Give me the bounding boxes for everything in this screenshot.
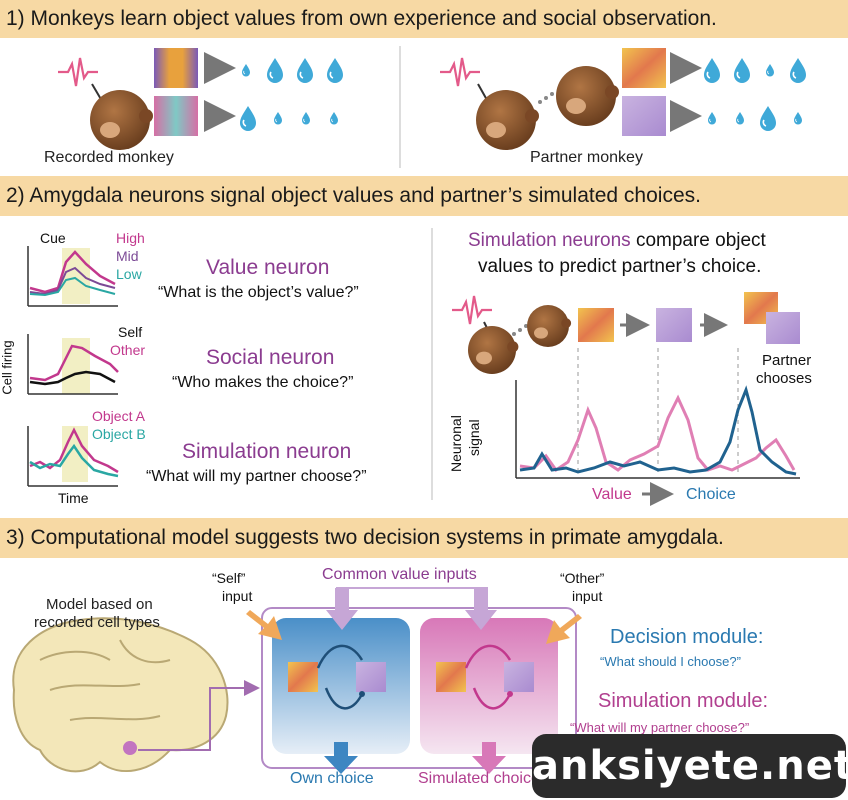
- legend-object-a: Object A: [92, 408, 145, 424]
- object-teal-icon: [154, 96, 198, 136]
- cue-label: Cue: [40, 230, 66, 246]
- object-purple-icon: [656, 308, 692, 342]
- heading-colored: Simulation neurons: [468, 230, 631, 251]
- simulation-module-title: Simulation module:: [598, 690, 769, 712]
- object-purple-icon: [766, 312, 800, 344]
- gaze-dots: [538, 92, 554, 104]
- spike-icon: [450, 294, 494, 326]
- panel-2-left: [27, 246, 119, 487]
- legend-low: Low: [116, 266, 142, 282]
- model-link-arrow: [138, 680, 260, 751]
- recorded-monkey-label: Recorded monkey: [44, 149, 174, 166]
- simulated-choice-label: Simulated choice: [418, 770, 540, 787]
- common-value-inputs-label: Common value inputs: [322, 566, 477, 583]
- reward-drops-2: [239, 105, 339, 132]
- neuronal-signal-label-1: Neuronal: [448, 415, 464, 472]
- partner-monkey-label: Partner monkey: [530, 149, 643, 166]
- simulation-neuron-question: “What will my partner choose?”: [146, 468, 367, 485]
- reward-drops-3: [703, 57, 807, 84]
- time-markers: [577, 348, 739, 476]
- partner-monkey-icon: [527, 305, 572, 347]
- legend-mid: Mid: [116, 248, 139, 264]
- simulation-circuit: [436, 644, 534, 710]
- decision-circuit: [288, 644, 386, 710]
- section-2-title: 2) Amygdala neurons signal object values…: [0, 176, 848, 216]
- section-3-title: 3) Computational model suggests two deci…: [0, 518, 848, 558]
- value-neuron-title: Value neuron: [206, 256, 330, 279]
- legend-high: High: [116, 230, 145, 246]
- watermark-badge: anksiyete.net: [532, 734, 848, 798]
- social-neuron-title: Social neuron: [206, 346, 335, 369]
- reward-drops-1: [241, 57, 344, 84]
- simulation-neurons-heading-line2: values to predict partner’s choice.: [478, 256, 762, 277]
- heading-rest: compare object: [635, 230, 766, 251]
- simulation-module-question: “What will my partner choose?”: [570, 720, 750, 735]
- partner-monkey-icon: [556, 66, 619, 126]
- value-axis-label: Value: [592, 486, 632, 503]
- object-purple-icon: [622, 96, 666, 136]
- object-rainbow-icon: [154, 48, 198, 88]
- decision-module-box: [272, 618, 410, 754]
- brain-icon: [12, 617, 229, 773]
- simulation-neurons-heading: Simulation neurons compare object: [468, 230, 766, 252]
- object-yellow-icon: [578, 308, 614, 342]
- cell-firing-axis-label: Cell firing: [0, 340, 15, 395]
- recorded-monkey-icon: [476, 90, 539, 150]
- legend-self: Self: [118, 324, 143, 340]
- panel-2-right: [450, 292, 800, 506]
- social-neuron-question: “Who makes the choice?”: [172, 374, 354, 391]
- input-arrows: [246, 588, 582, 644]
- choice-axis-label: Choice: [686, 486, 736, 503]
- gaze-dots: [512, 324, 528, 336]
- model-caption-line1: Model based on: [46, 596, 153, 613]
- partner-chooses-line1: Partner: [762, 352, 812, 369]
- object-yellow-icon: [622, 48, 666, 88]
- other-input-line2: input: [572, 588, 603, 604]
- decision-module-title: Decision module:: [610, 626, 764, 648]
- time-axis-label: Time: [58, 490, 89, 506]
- self-input-line2: input: [222, 588, 253, 604]
- simulated-choice-arrow: [472, 742, 506, 774]
- simulation-module-box: [420, 618, 558, 754]
- simulation-neuron-title: Simulation neuron: [182, 440, 352, 463]
- recorded-monkey-icon: [90, 90, 153, 150]
- reward-drops-4: [707, 105, 803, 132]
- pink-signal-line: [519, 394, 796, 473]
- recorded-monkey-icon: [468, 326, 519, 374]
- legend-other: Other: [110, 342, 146, 358]
- own-choice-arrow: [324, 742, 358, 774]
- other-input-line1: “Other”: [560, 570, 605, 586]
- partner-chooses-line2: chooses: [756, 370, 812, 387]
- legend-object-b: Object B: [92, 426, 146, 442]
- spike-icon: [56, 56, 100, 88]
- own-choice-label: Own choice: [290, 770, 374, 787]
- blue-signal-line: [519, 385, 797, 476]
- panel-1: [56, 46, 807, 168]
- decision-module-question: “What should I choose?”: [600, 654, 741, 669]
- model-outer-box: [261, 607, 577, 769]
- section-1-title: 1) Monkeys learn object values from own …: [0, 0, 848, 38]
- value-neuron-question: “What is the object’s value?”: [158, 284, 359, 301]
- spike-icon: [438, 56, 482, 88]
- self-input-line1: “Self”: [212, 570, 246, 586]
- panel-3: [12, 587, 582, 774]
- neuronal-signal-label-2: signal: [466, 419, 482, 456]
- model-caption-line2: recorded cell types: [34, 614, 160, 631]
